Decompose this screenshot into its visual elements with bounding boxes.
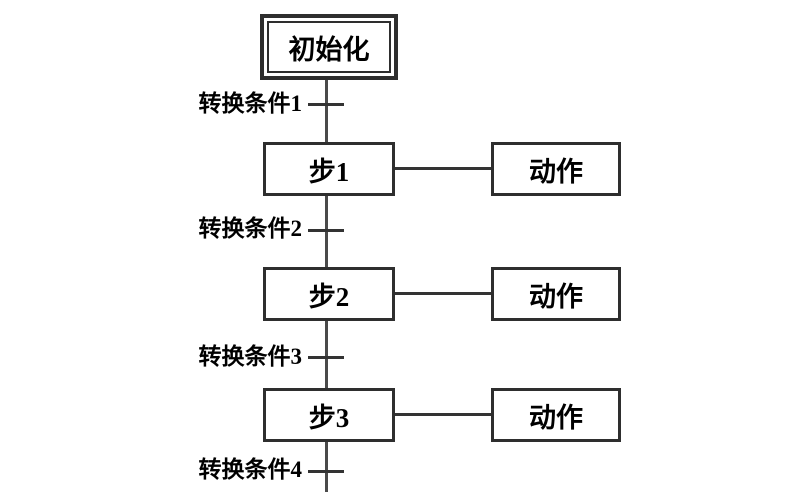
transition-label-1: 转换条件1 bbox=[198, 91, 303, 116]
transition-label-2: 转换条件2 bbox=[198, 216, 303, 241]
step-box-1: 步1 bbox=[263, 142, 395, 196]
step-box-3: 步3 bbox=[263, 388, 395, 442]
transition-label-3: 转换条件3 bbox=[198, 344, 303, 369]
transition-bar-2 bbox=[308, 229, 344, 232]
initial-step-label: 初始化 bbox=[267, 21, 391, 73]
action-box-2: 动作 bbox=[491, 267, 621, 321]
transition-label-4: 转换条件4 bbox=[198, 457, 303, 482]
action-connector-3 bbox=[394, 413, 491, 416]
transition-bar-4 bbox=[308, 470, 344, 473]
action-box-1: 动作 bbox=[491, 142, 621, 196]
initial-step-box: 初始化 bbox=[260, 14, 398, 80]
transition-bar-3 bbox=[308, 356, 344, 359]
action-connector-2 bbox=[394, 292, 491, 295]
action-box-3: 动作 bbox=[491, 388, 621, 442]
transition-bar-1 bbox=[308, 103, 344, 106]
step-box-2: 步2 bbox=[263, 267, 395, 321]
action-connector-1 bbox=[394, 167, 491, 170]
